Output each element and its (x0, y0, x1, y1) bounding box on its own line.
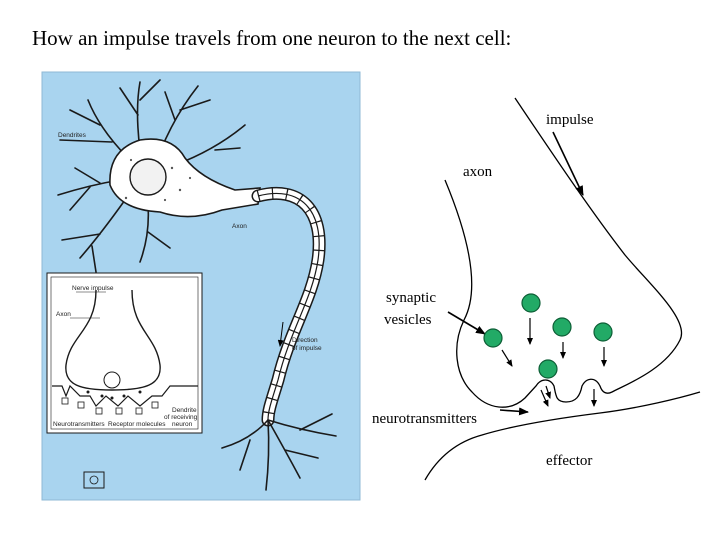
label-axon: axon (463, 164, 493, 180)
vesicle (483, 328, 503, 348)
vesicle (538, 359, 558, 379)
nucleus (129, 158, 167, 196)
axon-terminal-outline (444, 97, 683, 408)
inset-label-axon: Axon (56, 311, 71, 318)
inset-label-receptor-molecules: Receptor molecules (108, 421, 166, 428)
vesicle (521, 293, 541, 313)
neurotransmitters-pointer-arrow (499, 407, 529, 416)
inset-label-dendrite-line2: of receiving (164, 414, 198, 421)
label-neurotransmitters: neurotransmitters (372, 411, 477, 427)
vesicle (552, 317, 572, 337)
inset-axon-terminal (65, 289, 161, 391)
synapse-inset: Nerve impulse Axon Neurotransmitters Rec… (46, 272, 203, 434)
receptor-molecules (61, 397, 159, 415)
inset-dendrite-membrane (52, 384, 198, 407)
inset-vesicle (103, 371, 121, 389)
neurotransmitter-dots (86, 390, 142, 400)
slide-title: How an impulse travels from one neuron t… (32, 26, 512, 50)
label-axon: Axon (232, 223, 247, 230)
label-vesicles: vesicles (384, 312, 432, 328)
inset-label-nerve-impulse: Nerve impulse (72, 285, 114, 292)
inset-label-neurotransmitters: Neurotransmitters (53, 421, 105, 428)
label-direction-line1: Direction (292, 337, 318, 344)
axon-terminals (221, 413, 337, 491)
effector-membrane (424, 391, 701, 481)
synapse-schematic: impulse axon synaptic vesicles neurotran… (372, 97, 701, 481)
vesicle (593, 322, 613, 342)
vesicles-pointer-arrow (447, 311, 486, 335)
label-dendrites: Dendrites (58, 132, 87, 139)
label-direction-line2: of impulse (292, 345, 322, 352)
release-arrows (501, 318, 607, 407)
vesicles (483, 293, 613, 379)
neuron-figure: Dendrites Axon Direction of impulse Nerv… (41, 71, 361, 501)
label-impulse: impulse (546, 112, 594, 128)
inset-label-dendrite-line1: Dendrite (172, 407, 197, 414)
impulse-arrow (552, 131, 584, 196)
inset-label-dendrite-line3: neuron (172, 421, 193, 428)
cell-body (109, 138, 261, 218)
label-synaptic: synaptic (386, 290, 436, 306)
label-effector: effector (546, 453, 592, 469)
inset-location-marker (83, 471, 105, 489)
